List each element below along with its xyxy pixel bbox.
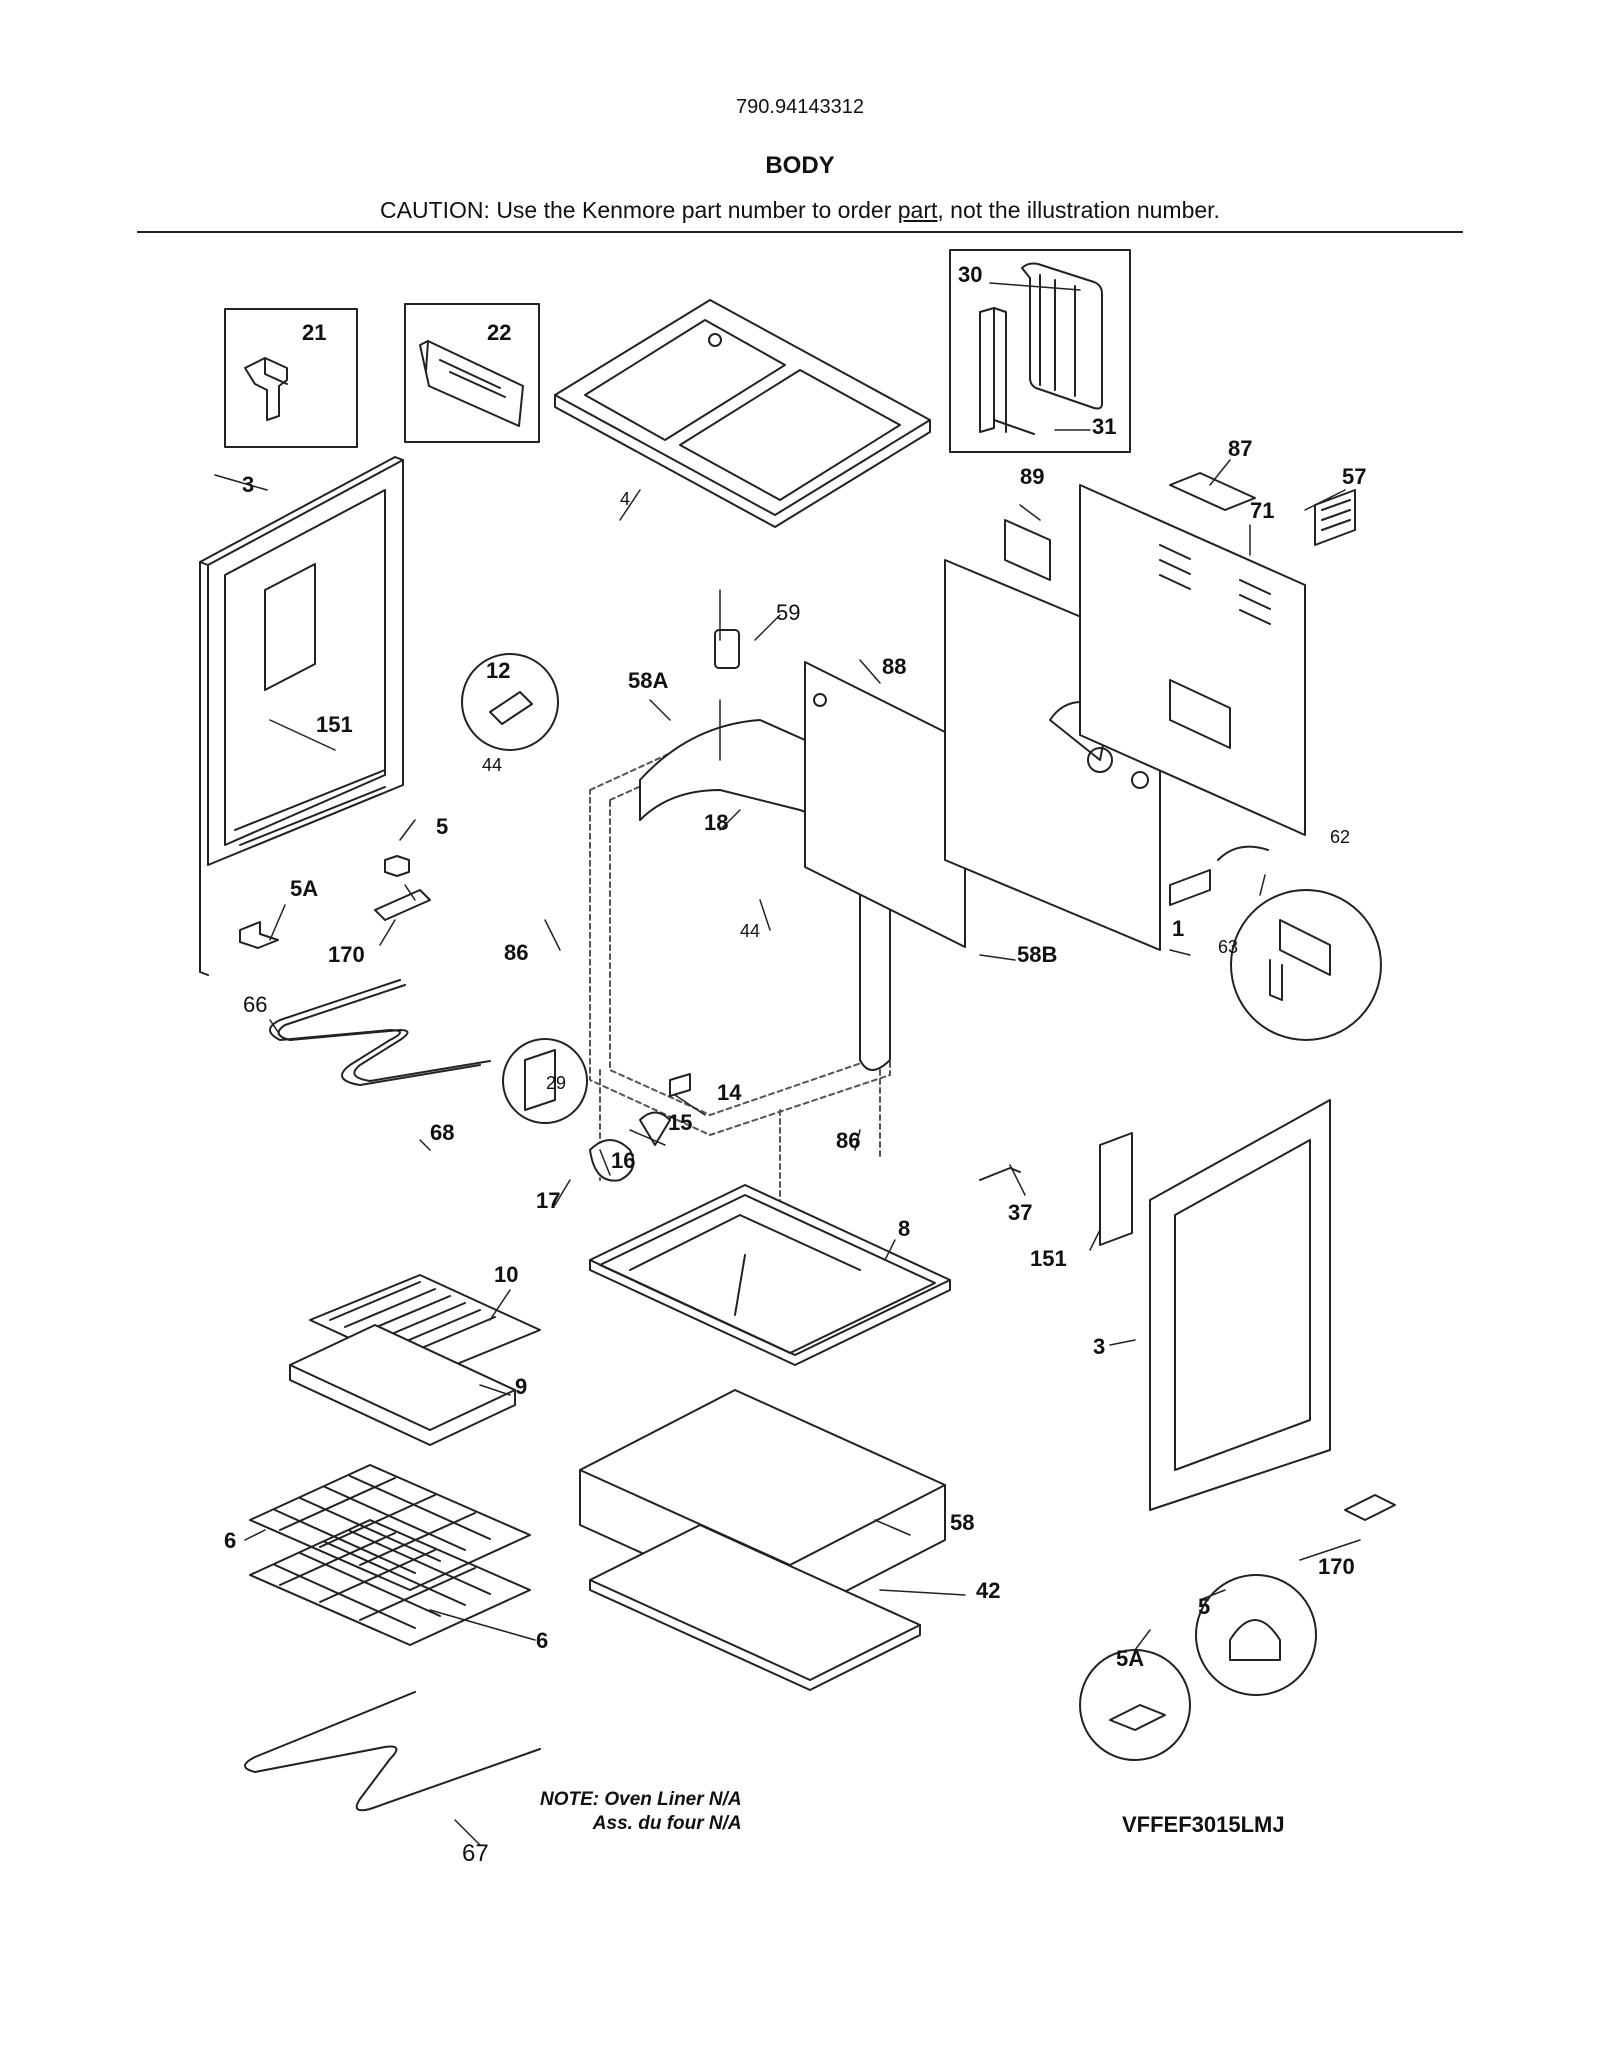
callout-31: 31 [1092, 414, 1117, 439]
caution-prefix: CAUTION: Use the Kenmore part number to … [380, 197, 898, 223]
insulation-blanket-58B [804, 661, 966, 948]
callout-12: 12 [486, 658, 511, 683]
diagram-code: VFFEF3015LMJ [1122, 1812, 1285, 1837]
leader-lines [214, 282, 1361, 1846]
bracket-170-left [374, 889, 431, 921]
callout-57: 57 [1342, 464, 1367, 489]
side-panel-3-right [1099, 1099, 1331, 1511]
callout-5-left: 5 [436, 814, 449, 839]
callout-10: 10 [494, 1262, 519, 1287]
callout-151-right: 151 [1030, 1246, 1067, 1271]
rear-cover-71 [1079, 484, 1306, 836]
callout-44-top: 44 [482, 755, 503, 775]
callout-170-left: 170 [328, 942, 365, 967]
callout-151-left: 151 [316, 712, 353, 737]
callout-87: 87 [1228, 436, 1253, 461]
note-line-1: NOTE: Oven Liner N/A [540, 1789, 742, 1810]
bake-element-66 [269, 979, 491, 1086]
inset-box-22 [404, 303, 540, 443]
callout-6-right: 6 [536, 1628, 549, 1653]
top-panel-4 [554, 299, 931, 528]
inset-box-21 [224, 308, 358, 448]
callout-58B: 58B [1017, 942, 1058, 967]
callout-86-right: 86 [836, 1128, 861, 1153]
callout-37: 37 [1008, 1200, 1033, 1225]
callout-14: 14 [717, 1080, 742, 1105]
callout-58A: 58A [628, 668, 669, 693]
callout-59: 59 [776, 600, 801, 625]
callout-6-left: 6 [224, 1528, 237, 1553]
callout-15: 15 [668, 1110, 693, 1135]
caution-text: CAUTION: Use the Kenmore part number to … [0, 197, 1600, 224]
bracket-89 [1004, 519, 1051, 581]
side-panel-3-left [199, 456, 404, 976]
leveling-leg-5A-left [239, 921, 279, 949]
callout-5A-right: 5A [1116, 1646, 1145, 1671]
callout-63: 63 [1218, 937, 1239, 957]
callout-29: 29 [546, 1073, 567, 1093]
lamp-assembly [502, 1038, 691, 1182]
oven-liner-note: NOTE: Oven Liner N/A Ass. du four N/A [540, 1788, 742, 1836]
callout-3-left: 3 [242, 472, 255, 497]
wire-harness-37 [979, 1167, 1021, 1181]
cover-57 [1314, 489, 1356, 546]
section-title: BODY [765, 152, 835, 179]
callout-86-left: 86 [504, 940, 529, 965]
header-rule [137, 231, 1463, 233]
sensor-inset-12 [461, 653, 559, 751]
callout-16: 16 [611, 1148, 636, 1173]
callout-44-mid: 44 [740, 921, 761, 941]
caution-underlined: part [897, 197, 938, 223]
broiler-pan-9 [289, 1324, 516, 1446]
callout-170-right: 170 [1318, 1554, 1355, 1579]
oven-rack-6-lower [249, 1519, 531, 1646]
leveler-5-left [384, 855, 410, 877]
callout-8: 8 [898, 1216, 911, 1241]
callout-22: 22 [487, 320, 512, 345]
note-line-2: Ass. du four N/A [592, 1813, 742, 1834]
callout-3-right: 3 [1093, 1334, 1106, 1359]
inset-box-30-31 [949, 249, 1131, 453]
panel-42 [589, 1524, 921, 1691]
bottom-panel-8 [589, 1184, 951, 1366]
callout-66: 66 [243, 992, 268, 1017]
shield-87 [1169, 472, 1256, 511]
callout-88: 88 [882, 654, 907, 679]
model-number: 790.94143312 [736, 96, 864, 118]
callout-58: 58 [950, 1510, 975, 1535]
callout-42: 42 [976, 1578, 1001, 1603]
oven-rack-6-upper [249, 1464, 531, 1591]
callout-30: 30 [958, 262, 983, 287]
thermal-cutoff-59 [714, 629, 740, 669]
callout-21: 21 [302, 320, 327, 345]
terminal-block-inset-62 [1169, 845, 1382, 1041]
caution-suffix: , not the illustration number. [937, 197, 1220, 223]
broil-element-67 [244, 1691, 541, 1812]
callout-17: 17 [536, 1188, 561, 1213]
callout-18: 18 [704, 810, 729, 835]
callout-67: 67 [462, 1840, 489, 1867]
callout-5A-left: 5A [290, 876, 319, 901]
callout-4: 4 [620, 489, 631, 509]
callout-68: 68 [430, 1120, 455, 1145]
callout-62: 62 [1330, 827, 1351, 847]
callout-89: 89 [1020, 464, 1045, 489]
leveler-inset-5 [1195, 1574, 1317, 1696]
leveling-leg-inset-5A [1079, 1649, 1191, 1761]
callout-9: 9 [515, 1374, 528, 1399]
callout-1: 1 [1172, 916, 1185, 941]
callout-71: 71 [1250, 498, 1275, 523]
bracket-170-right [1344, 1494, 1396, 1521]
callout-5-right: 5 [1198, 1594, 1211, 1619]
